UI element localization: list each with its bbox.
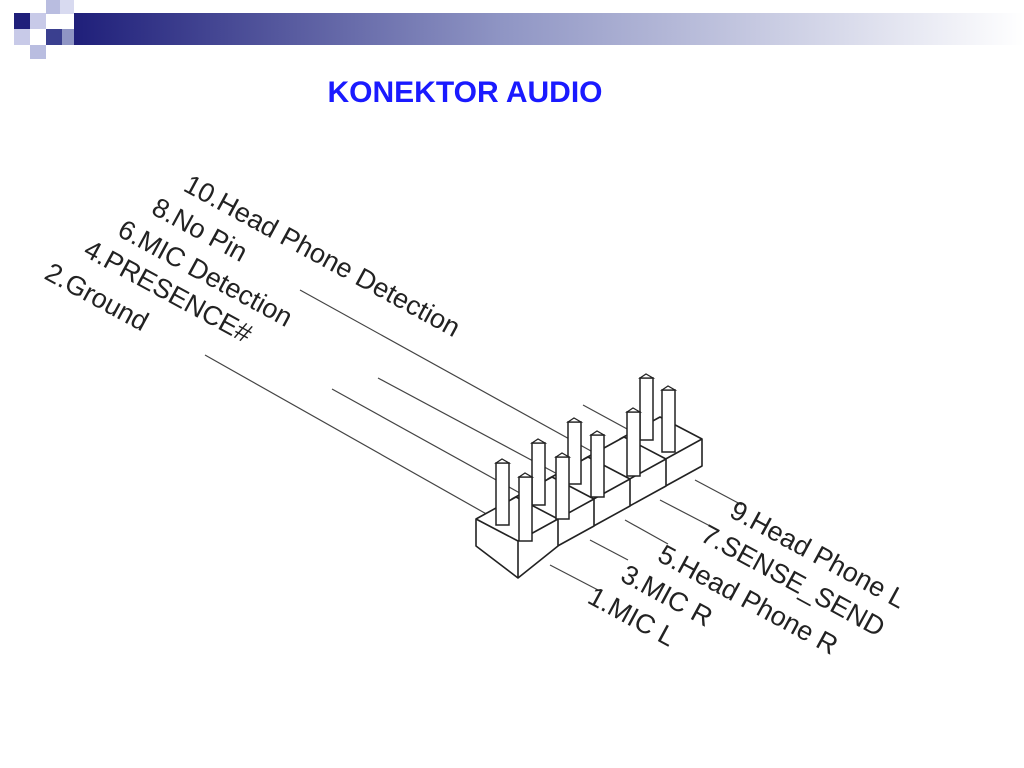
- pin-1: [518, 476, 533, 542]
- lower-leader-lines: [549, 479, 743, 591]
- pin-10: [639, 377, 654, 441]
- leader-line-5: [624, 519, 669, 545]
- leader-line-7: [659, 499, 713, 528]
- leader-line-9: [694, 479, 743, 506]
- square-slate-3: [30, 45, 46, 59]
- square-navy-1: [14, 13, 30, 29]
- upper-labels: 10.Head Phone Detection 8.No Pin 6.MIC D…: [40, 169, 465, 349]
- square-slate-1: [46, 0, 60, 14]
- pin-7: [626, 411, 641, 477]
- pin-6: [567, 421, 582, 485]
- pin-9: [661, 389, 676, 453]
- pins: [495, 377, 676, 542]
- page-title: KONEKTOR AUDIO: [327, 76, 603, 109]
- square-light-2: [60, 0, 74, 14]
- square-light-3: [14, 29, 30, 45]
- leader-line-3: [589, 539, 629, 561]
- square-slate-2: [62, 29, 74, 45]
- leader-line-1: [549, 564, 599, 591]
- square-navy-2: [46, 29, 62, 45]
- square-light-1: [30, 13, 46, 29]
- pin-2: [495, 462, 510, 526]
- lower-labels: 9.Head Phone L 7.SENSE_SEND 5.Head Phone…: [583, 495, 911, 661]
- gradient-band: [74, 13, 1024, 45]
- pin-4: [531, 442, 546, 506]
- leader-line-2: [204, 354, 491, 517]
- pin-5: [590, 434, 605, 498]
- leader-line-8: [299, 289, 601, 457]
- upper-leader-lines: [204, 289, 641, 517]
- leader-line-4: [331, 388, 528, 498]
- pin-3: [555, 456, 570, 520]
- pin-tops: [494, 373, 678, 478]
